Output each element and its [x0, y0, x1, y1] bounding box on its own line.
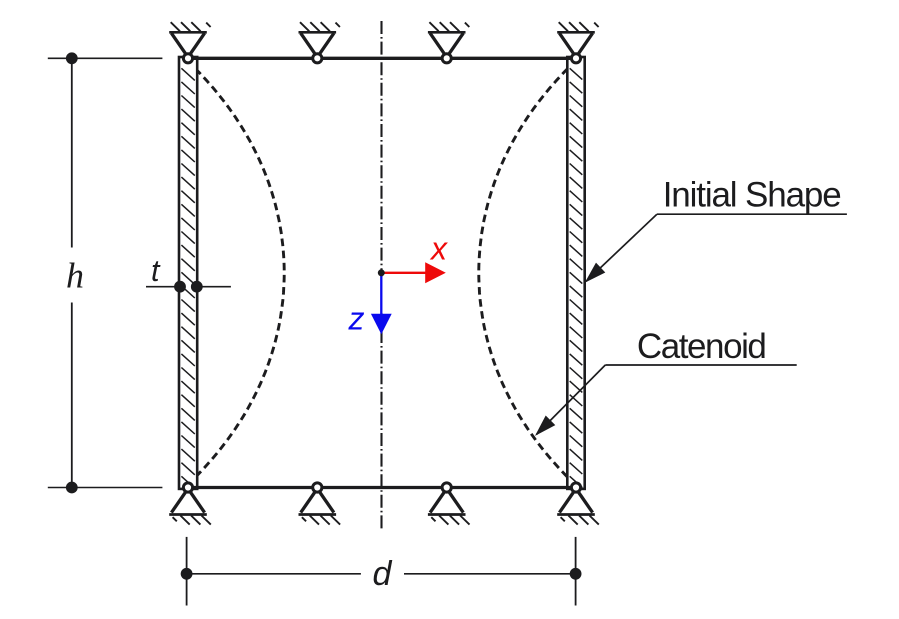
svg-text:z: z	[348, 301, 365, 337]
svg-text:t: t	[151, 254, 161, 288]
svg-text:Catenoid: Catenoid	[637, 327, 767, 366]
svg-text:h: h	[66, 256, 84, 296]
svg-text:d: d	[373, 555, 393, 593]
svg-text:Initial Shape: Initial Shape	[663, 176, 842, 215]
svg-text:x: x	[429, 231, 448, 267]
